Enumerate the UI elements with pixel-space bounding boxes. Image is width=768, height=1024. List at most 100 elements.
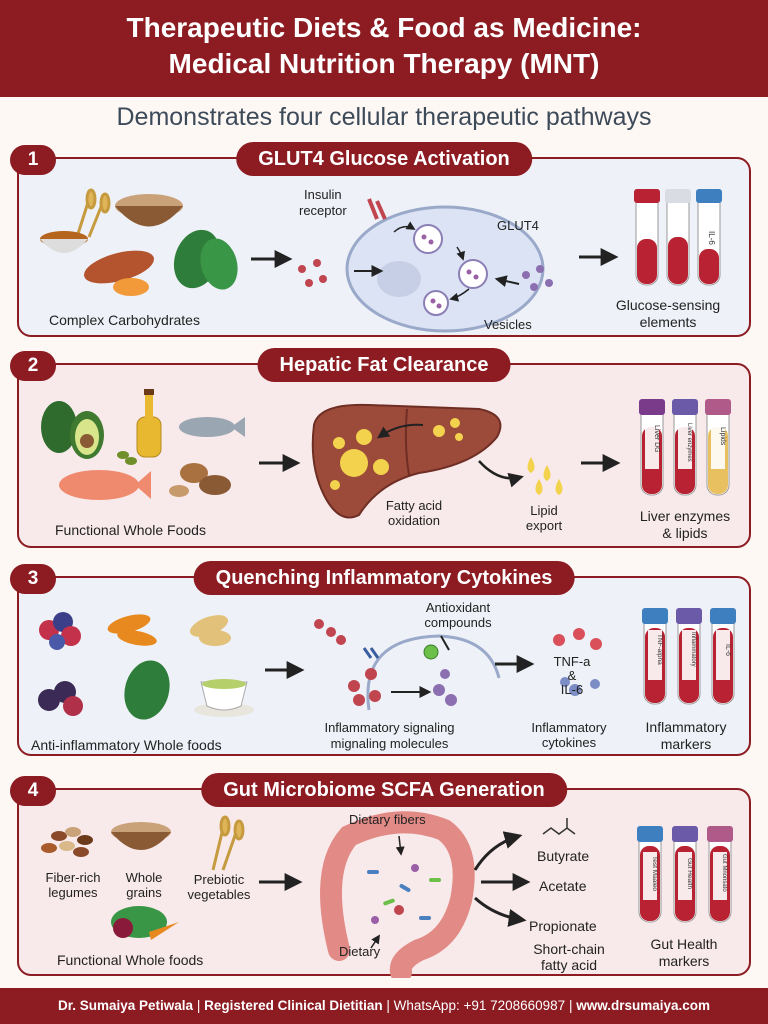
cytokine-icon <box>553 628 602 696</box>
tube-label: IL-6 <box>707 231 716 245</box>
turmeric-icon <box>107 614 157 646</box>
footer-separator: | <box>568 998 577 1013</box>
signaling-label-line-1: Inflammatory signaling <box>324 720 455 735</box>
result-label-line-1: Inflammatory <box>645 719 727 735</box>
olive-oil-icon <box>117 389 162 465</box>
page-title-line-1: Therapeutic Diets & Food as Medicine: <box>126 12 642 43</box>
cytokines-label-line-2: cytokines <box>541 735 597 750</box>
glut4-label: GLUT4 <box>497 218 539 233</box>
section-glut4: IL-6 1 GLUT4 Glucose Activation Complex … <box>10 142 751 337</box>
section-microbiome: Test Maaleo Gut Health Gut Mnonsato 4 Gu… <box>10 773 751 978</box>
legumes-label-line-1: Fiber-rich <box>45 870 101 885</box>
butyrate-molecule-icon <box>542 818 576 835</box>
author-name: Dr. Sumaiya Petiwala <box>57 998 194 1013</box>
tube-label: Gut Health <box>686 858 693 889</box>
section-number: 2 <box>10 351 56 381</box>
header-banner: Therapeutic Diets & Food as Medicine: Me… <box>0 0 768 97</box>
tube-label: Lipids <box>719 427 726 446</box>
section-title: GLUT4 Glucose Activation <box>236 142 532 176</box>
tube-label: Gut Mnonsato <box>721 854 727 892</box>
section-number: 1 <box>10 145 56 175</box>
cell-icon <box>345 205 545 333</box>
result-label-line-1: Gut Health <box>650 936 718 952</box>
result-label-line-1: Liver enzymes <box>639 508 731 524</box>
sweet-potato-icon <box>84 250 154 296</box>
lentil-bowl-icon <box>40 231 88 253</box>
nuts-icon <box>169 463 231 497</box>
insulin-receptor-icon <box>367 198 387 220</box>
section-title: Gut Microbiome SCFA Generation <box>201 773 567 807</box>
author-role: Registered Clinical Dietitian <box>204 998 383 1013</box>
export-label-line-2: export <box>525 518 563 533</box>
propionate-label: Propionate <box>529 918 597 934</box>
result-label-line-2: & lipids <box>662 525 708 541</box>
scfa-label-line-2: fatty acid <box>540 957 598 973</box>
prebiotic-label-line-2: vegetables <box>187 887 251 902</box>
grains-label-line-2: grains <box>126 885 162 900</box>
section-number: 3 <box>10 564 56 594</box>
receptor-label: receptor <box>299 203 347 218</box>
glucose-molecules-icon <box>298 259 327 287</box>
grains-label-line-1: Whole <box>125 870 163 885</box>
green-tea-icon <box>194 679 254 717</box>
dietary-label: Dietary <box>339 944 381 959</box>
result-label-line-2: markers <box>660 736 712 752</box>
food-label: Complex Carbohydrates <box>49 312 200 328</box>
page-title-line-2: Medical Nutrition Therapy (MNT) <box>168 48 600 79</box>
oxidation-label-line-2: oxidation <box>387 513 441 528</box>
result-label-line-2: elements <box>639 314 697 330</box>
grain-bowl-icon <box>111 822 171 850</box>
scfa-label-line-1: Short-chain <box>533 941 605 957</box>
food-label: Anti-inflammatory Whole foods <box>31 737 222 753</box>
glut4-illustration: IL-6 <box>40 188 722 333</box>
section-title: Quenching Inflammatory Cytokines <box>193 561 575 595</box>
berries-icon <box>39 612 81 650</box>
signaling-icon <box>314 619 501 711</box>
food-label: Functional Whole Foods <box>55 522 206 538</box>
tube-label: Inflammatory <box>690 632 696 667</box>
ampersand-label: & <box>567 668 577 683</box>
liver-icon <box>311 403 502 519</box>
test-tubes-icon <box>639 399 731 496</box>
wheat-icon <box>211 815 245 871</box>
contact-info[interactable]: WhatsApp: +91 7208660987 <box>393 998 566 1013</box>
legumes-icon <box>41 827 93 857</box>
oxidation-label-line-1: Fatty acid <box>385 498 443 513</box>
glucose-dots-icon <box>522 265 553 291</box>
prebiotic-label-line-1: Prebiotic <box>193 872 245 887</box>
ginger-icon <box>189 615 231 646</box>
cytokines-illustration: TNF-alpha Inflammatory IL-6 <box>38 608 736 720</box>
legumes-label-line-2: legumes <box>48 885 98 900</box>
grain-bowl-icon <box>115 194 183 227</box>
test-tubes-icon <box>642 608 736 705</box>
tube-label: Test Maaleo <box>651 856 658 891</box>
lipid-droplets-icon <box>527 457 563 495</box>
avocado-icon <box>41 401 104 459</box>
website-link[interactable]: www.drsumaiya.com <box>576 998 711 1013</box>
footer-separator: | <box>196 998 205 1013</box>
test-tubes-icon <box>634 189 722 286</box>
colon-icon <box>320 811 475 978</box>
section-cytokines: TNF-alpha Inflammatory IL-6 3 Quenching … <box>10 561 751 756</box>
dietary-fibers-label: Dietary fibers <box>349 812 426 827</box>
tube-label: IL-6 <box>724 644 731 656</box>
hepatic-illustration: Liver DG Liver enzymes Lipids <box>41 389 731 519</box>
export-label-line-1: Lipid <box>530 503 558 518</box>
section-hepatic: Liver DG Liver enzymes Lipids 2 Hepatic … <box>10 348 751 548</box>
vegetables-icon <box>111 906 179 940</box>
cytokines-label-line-1: Inflammatory <box>531 720 607 735</box>
result-label-line-2: markers <box>658 953 710 969</box>
functional-foods-label: Functional Whole foods <box>57 952 204 968</box>
fish-icon <box>179 417 245 437</box>
butyrate-label: Butyrate <box>537 848 590 864</box>
antioxidant-label-line-1: Antioxidant <box>425 600 491 615</box>
kale-icon <box>124 660 170 720</box>
signaling-label-line-2: mignaling molecules <box>330 736 449 751</box>
acetate-label: Acetate <box>539 878 587 894</box>
footer-separator: | <box>386 998 394 1013</box>
footer-bar: Dr. Sumaiya Petiwala | Registered Clinic… <box>0 988 768 1024</box>
section-title: Hepatic Fat Clearance <box>257 348 511 382</box>
il6-label: IL-6 <box>560 682 584 697</box>
vesicles-label: Vesicles <box>484 317 532 332</box>
tnf-label: TNF-a <box>553 654 591 669</box>
